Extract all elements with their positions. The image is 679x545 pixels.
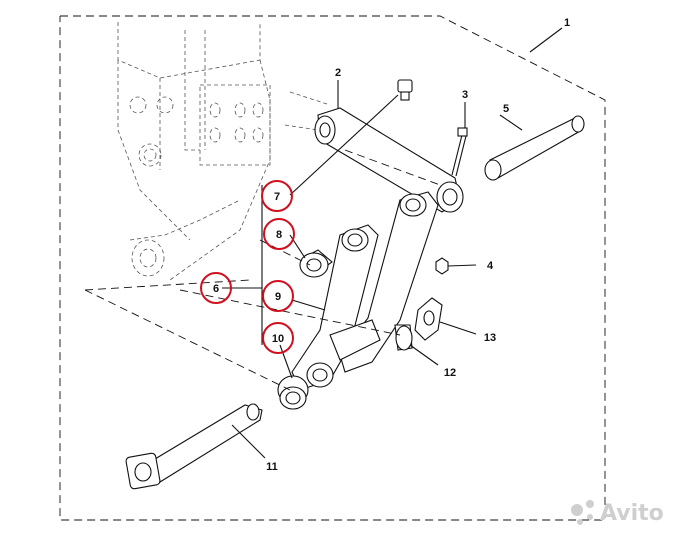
avito-logo-icon xyxy=(571,504,583,516)
link-plate-part-2 xyxy=(314,107,464,213)
callout-10-ring xyxy=(262,322,294,354)
watermark-text: Avito xyxy=(600,501,664,526)
callout-8-ring xyxy=(263,218,295,250)
assembly-boundary xyxy=(59,15,606,521)
leader-lines xyxy=(222,27,563,459)
clevis-part-12 xyxy=(394,324,413,351)
callout-4: 4 xyxy=(487,260,494,272)
callout-8: 8 xyxy=(276,229,282,241)
lift-arm-assembly xyxy=(291,191,439,391)
callout-7: 7 xyxy=(274,191,280,203)
grease-fitting xyxy=(397,79,413,101)
callout-9: 9 xyxy=(275,291,281,303)
watermark: Avito xyxy=(571,500,664,526)
callout-7-ring xyxy=(261,180,293,212)
callout-10: 10 xyxy=(272,333,284,345)
callout-2: 2 xyxy=(335,67,341,79)
bolt-part-3 xyxy=(451,127,468,177)
callout-1: 1 xyxy=(564,17,570,29)
callout-9-ring xyxy=(262,280,294,312)
nut-part-4 xyxy=(435,257,449,275)
alignment-lines xyxy=(84,149,441,391)
bushing-part-8 xyxy=(299,249,333,278)
callout-3: 3 xyxy=(462,89,468,101)
bushing-part-10 xyxy=(277,375,309,410)
callouts: 1 2 3 4 5 6 7 8 9 10 11 12 13 xyxy=(200,17,570,473)
callout-11: 11 xyxy=(266,461,278,473)
machine-frame-ghost xyxy=(117,22,331,281)
callout-13: 13 xyxy=(484,332,496,344)
callout-12: 12 xyxy=(444,367,456,379)
pin-part-11 xyxy=(125,403,263,490)
callout-6-ring xyxy=(200,272,232,304)
pin-part-5 xyxy=(484,115,585,181)
callout-6: 6 xyxy=(213,283,219,295)
callout-5: 5 xyxy=(503,103,509,115)
plate-part-13 xyxy=(414,297,443,341)
